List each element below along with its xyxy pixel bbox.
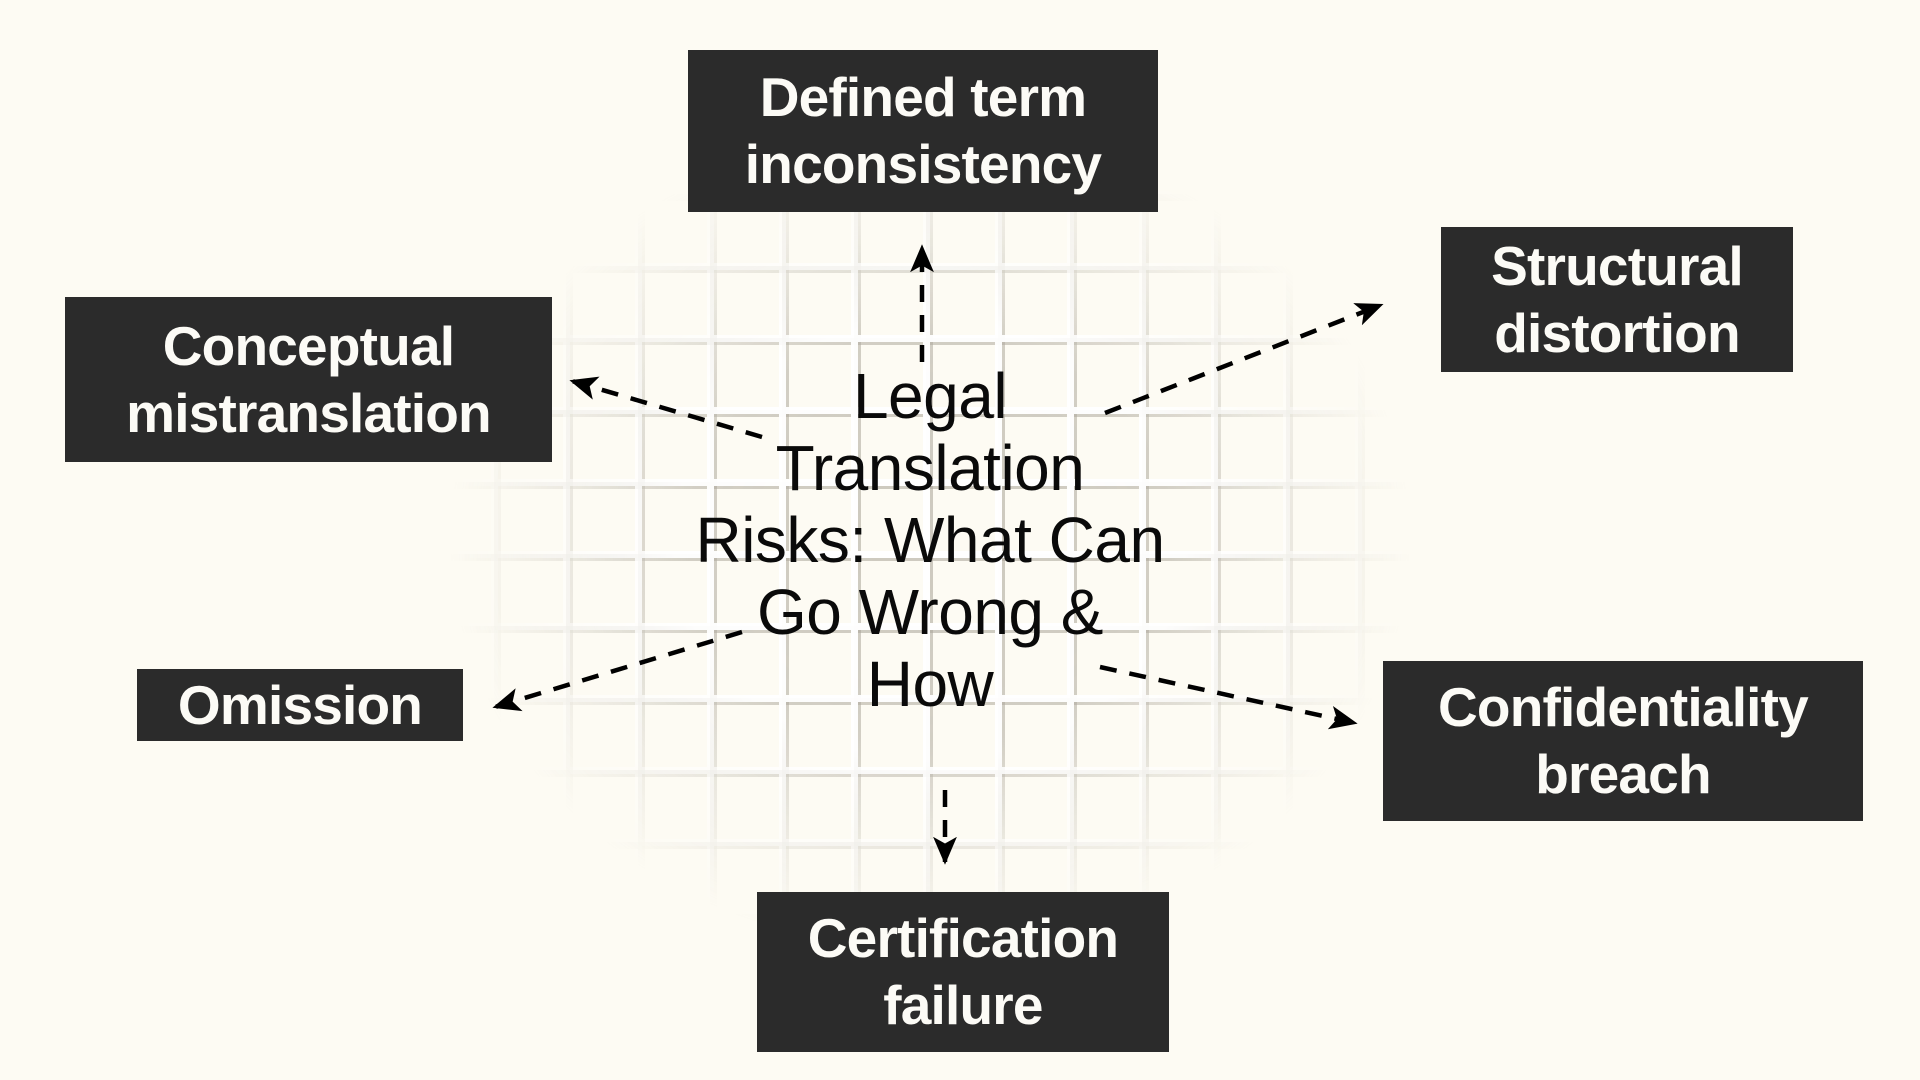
center-topic-title: Legal Translation Risks: What Can Go Wro…	[695, 360, 1165, 720]
risk-box-conceptual-mistranslation[interactable]: Conceptual mistranslation	[65, 297, 552, 462]
risk-label-confidentiality-breach: Confidentiality breach	[1438, 676, 1809, 805]
risk-box-structural-distortion[interactable]: Structural distortion	[1441, 227, 1793, 372]
connector-to-omission	[492, 629, 743, 712]
risk-box-defined-term-inconsistency[interactable]: Defined term inconsistency	[688, 50, 1158, 212]
connector-to-structural	[1104, 302, 1384, 416]
risk-label-certification-failure: Certification failure	[807, 907, 1119, 1036]
risk-box-omission[interactable]: Omission	[137, 669, 463, 741]
risk-label-defined-term-inconsistency: Defined term inconsistency	[744, 66, 1102, 195]
risk-box-certification-failure[interactable]: Certification failure	[757, 892, 1169, 1052]
risk-box-confidentiality-breach[interactable]: Confidentiality breach	[1383, 661, 1863, 821]
connector-to-confidentiality	[1099, 664, 1358, 730]
risk-label-conceptual-mistranslation: Conceptual mistranslation	[126, 314, 492, 444]
connector-to-conceptual	[569, 376, 763, 440]
risk-label-omission: Omission	[177, 673, 423, 736]
risk-label-structural-distortion: Structural distortion	[1491, 234, 1744, 364]
